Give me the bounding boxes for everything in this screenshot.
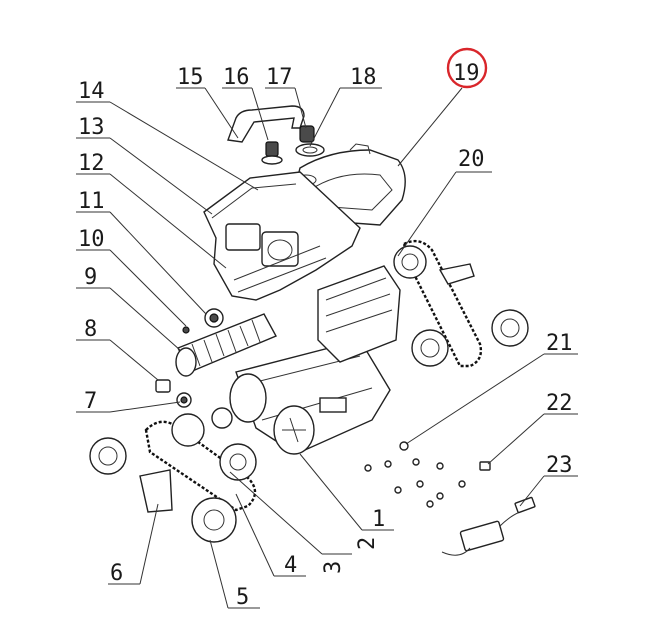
callout-19: 19 bbox=[453, 61, 480, 86]
callout-1: 1 bbox=[372, 507, 385, 532]
part-housing bbox=[203, 171, 361, 301]
callout-14: 14 bbox=[78, 79, 105, 104]
callout-23: 23 bbox=[546, 453, 573, 478]
callout-6: 6 bbox=[110, 561, 123, 586]
callout-17: 17 bbox=[266, 65, 293, 90]
part-screw bbox=[182, 326, 190, 334]
part-base-chassis bbox=[229, 339, 391, 455]
callout-20: 20 bbox=[458, 147, 485, 172]
callout-7: 7 bbox=[84, 389, 97, 414]
callout-8: 8 bbox=[84, 317, 97, 342]
part-power-supply bbox=[441, 496, 536, 556]
part-small-gear bbox=[204, 308, 224, 328]
callout-4: 4 bbox=[284, 553, 297, 578]
callout-labels: 15 16 17 18 19 20 14 13 12 11 10 9 8 7 6… bbox=[78, 61, 573, 610]
part-gear-7 bbox=[176, 392, 192, 408]
callout-21: 21 bbox=[546, 331, 573, 356]
part-valve bbox=[295, 125, 325, 157]
callout-5: 5 bbox=[236, 585, 249, 610]
callout-2: 2 bbox=[355, 537, 380, 550]
highlight-circle bbox=[446, 47, 488, 89]
callout-3: 3 bbox=[321, 561, 346, 574]
callout-18: 18 bbox=[350, 65, 377, 90]
callout-12: 12 bbox=[78, 151, 105, 176]
callout-10: 10 bbox=[78, 227, 105, 252]
callout-15: 15 bbox=[177, 65, 204, 90]
leader-lines bbox=[76, 87, 578, 609]
callout-9: 9 bbox=[84, 265, 97, 290]
callout-11: 11 bbox=[78, 189, 105, 214]
part-bushing bbox=[155, 379, 171, 393]
part-brush-roller bbox=[175, 313, 277, 377]
callout-13: 13 bbox=[78, 115, 105, 140]
part-hardware bbox=[364, 441, 491, 508]
callout-22: 22 bbox=[546, 391, 573, 416]
part-filter-basket bbox=[317, 265, 401, 363]
part-right-track bbox=[393, 239, 529, 368]
part-left-track bbox=[89, 407, 257, 543]
part-handle bbox=[227, 105, 305, 143]
part-knob bbox=[261, 141, 283, 165]
callout-16: 16 bbox=[223, 65, 250, 90]
